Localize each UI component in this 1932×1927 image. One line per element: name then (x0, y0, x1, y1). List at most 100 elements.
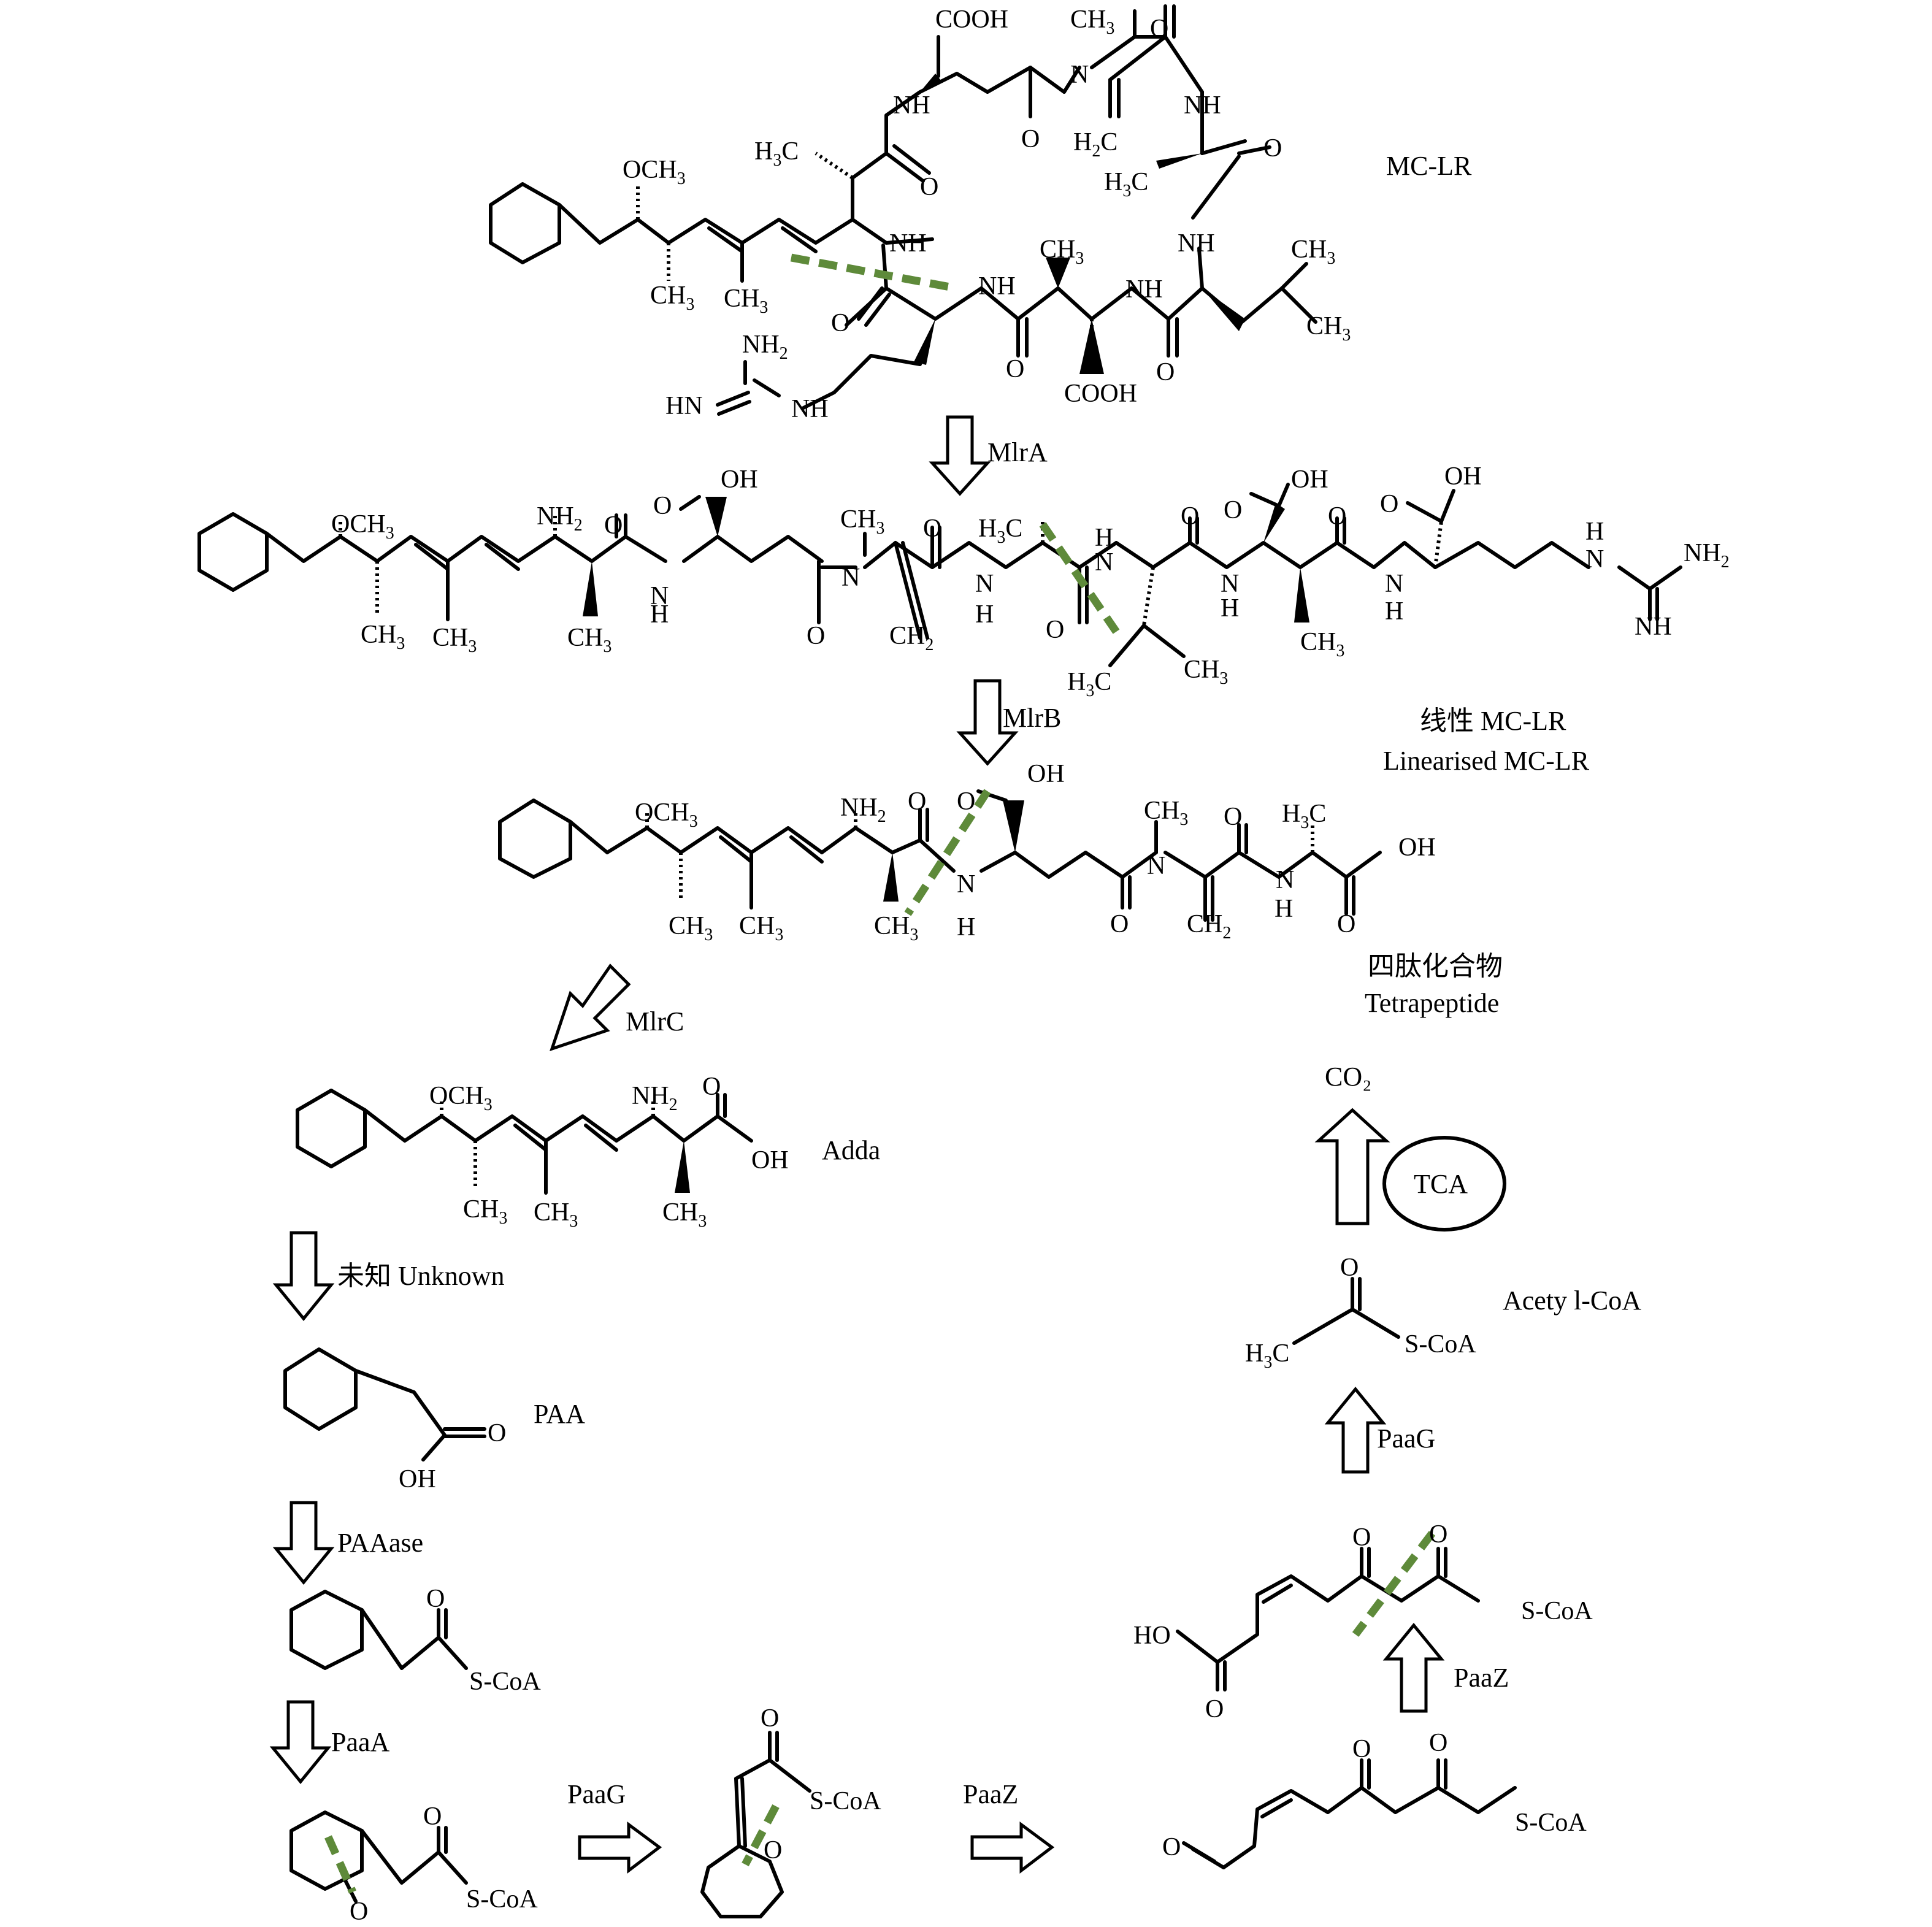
svg-text:OCH3: OCH3 (331, 510, 394, 543)
arrow-down-icon (272, 1231, 335, 1321)
svg-text:S-CoA: S-CoA (1405, 1330, 1476, 1358)
phenylacetyl-coa-structure: O S-CoA (289, 1585, 541, 1696)
svg-text:O: O (1328, 502, 1346, 531)
oxepin-coa-structure: O O S-CoA (700, 1704, 881, 1918)
svg-text:CH3: CH3 (1040, 236, 1084, 268)
svg-text:CH3: CH3 (669, 912, 713, 944)
cleavage-site-mlrb (1039, 522, 1120, 634)
step-paaa: PaaA (269, 1700, 390, 1784)
svg-text:S-CoA: S-CoA (469, 1668, 541, 1696)
svg-text:NH2: NH2 (840, 794, 886, 826)
svg-text:NH2: NH2 (742, 331, 788, 363)
svg-text:NH: NH (1125, 275, 1163, 304)
svg-text:NH2: NH2 (1684, 539, 1730, 572)
svg-text:O: O (1263, 134, 1282, 163)
svg-text:CH3: CH3 (1070, 6, 1114, 38)
benzene-ring (283, 1347, 358, 1431)
svg-text:N: N (975, 570, 994, 598)
svg-text:CH3: CH3 (567, 624, 611, 656)
svg-text:H3C: H3C (978, 515, 1022, 547)
enzyme-paaz-up: PaaZ (1454, 1663, 1509, 1693)
step-mlra: MlrA (929, 415, 1048, 496)
svg-text:O: O (426, 1585, 445, 1613)
cleavage-site-epoxide (324, 1835, 356, 1894)
svg-text:H: H (1095, 524, 1113, 552)
svg-text:HN: HN (665, 392, 703, 420)
svg-text:CH3: CH3 (1306, 312, 1351, 345)
svg-text:O: O (1340, 1254, 1359, 1282)
svg-text:H3C: H3C (1245, 1339, 1289, 1372)
svg-text:O: O (1337, 910, 1355, 938)
svg-text:NH: NH (1635, 613, 1672, 641)
arrow-up-icon (1314, 1108, 1390, 1225)
svg-text:O: O (1181, 502, 1199, 531)
svg-text:S-CoA: S-CoA (466, 1885, 538, 1914)
svg-text:N: N (1585, 545, 1604, 573)
svg-text:H: H (1275, 895, 1293, 923)
svg-text:OH: OH (1444, 462, 1482, 491)
svg-text:O: O (1110, 910, 1129, 938)
benzene-ring (296, 1089, 367, 1168)
svg-text:O: O (764, 1836, 782, 1864)
benzene-ring (289, 1590, 364, 1670)
enzyme-paaa: PaaA (331, 1727, 390, 1757)
svg-text:O: O (1021, 125, 1040, 153)
cleavage-site-mlra (790, 253, 958, 293)
oxepin-ring (700, 1844, 784, 1918)
svg-text:CH3: CH3 (739, 912, 783, 944)
enzyme-paaase: PAAase (337, 1528, 423, 1558)
svg-text:CH3: CH3 (1184, 656, 1228, 688)
arrow-right-icon (578, 1822, 662, 1874)
arrow-right-icon (970, 1822, 1055, 1874)
step-paag-up: PaaG (1324, 1387, 1435, 1474)
svg-text:O: O (1380, 490, 1398, 518)
svg-text:O: O (1205, 1695, 1224, 1723)
label-tca: TCA (1414, 1169, 1468, 1199)
benzene-ring (289, 1810, 364, 1891)
svg-text:OH: OH (1027, 760, 1065, 788)
step-paaz-right: PaaZ (963, 1779, 1055, 1874)
svg-text:N: N (1095, 548, 1113, 577)
svg-text:N: N (957, 870, 975, 898)
arrow-down-icon (269, 1700, 332, 1784)
svg-text:CH3: CH3 (724, 285, 768, 317)
svg-text:CH3: CH3 (432, 624, 477, 656)
svg-text:COOH: COOH (1064, 380, 1137, 408)
epoxide-structure: O O S-CoA (289, 1802, 538, 1926)
svg-text:O: O (1046, 616, 1064, 644)
svg-text:CH3: CH3 (463, 1195, 507, 1228)
svg-text:N: N (1070, 61, 1089, 89)
svg-text:CH3: CH3 (1300, 628, 1344, 661)
tca-cycle: TCA CO₂ (1314, 1062, 1506, 1232)
label-linear-en: Linearised MC-LR (1383, 746, 1590, 776)
svg-text:COOH: COOH (935, 6, 1008, 34)
label-linear-cn: 线性 MC-LR (1420, 706, 1566, 736)
svg-text:O: O (1429, 1520, 1447, 1549)
acetyl-coa-structure: O H3C S-CoA Acety l-CoA (1245, 1254, 1641, 1372)
label-mc-lr: MC-LR (1386, 151, 1472, 181)
step-mlrc: MlrC (550, 964, 684, 1051)
arrow-diagonal-icon (550, 964, 631, 1051)
svg-text:OH: OH (721, 465, 758, 494)
svg-text:H3C: H3C (754, 137, 799, 170)
svg-text:OCH3: OCH3 (623, 156, 686, 188)
svg-text:CH3: CH3 (840, 505, 884, 538)
step-mlrb: MlrB (956, 679, 1061, 766)
svg-text:N: N (841, 564, 860, 592)
svg-text:NH2: NH2 (537, 502, 583, 535)
step-paaz-up: PaaZ (1382, 1623, 1509, 1713)
svg-text:H: H (957, 913, 975, 941)
svg-text:OCH3: OCH3 (635, 799, 698, 831)
tetrapeptide-structure: OCH3 NH2 O CH3 CH3 CH3 O OH N H O CH3 N … (498, 760, 1503, 1018)
cleavage-site-oxepin (742, 1804, 780, 1867)
enzyme-paag-right: PaaG (567, 1779, 626, 1809)
benzene-ring (498, 799, 572, 879)
svg-text:O: O (1224, 803, 1242, 831)
svg-text:O: O (350, 1898, 368, 1926)
svg-text:CH2: CH2 (1187, 910, 1231, 943)
svg-text:O: O (920, 173, 938, 201)
step-unknown: 未知 Unknown (272, 1231, 505, 1321)
svg-text:CH3: CH3 (662, 1198, 707, 1231)
svg-text:N: N (1221, 570, 1239, 598)
svg-text:O: O (923, 515, 941, 543)
